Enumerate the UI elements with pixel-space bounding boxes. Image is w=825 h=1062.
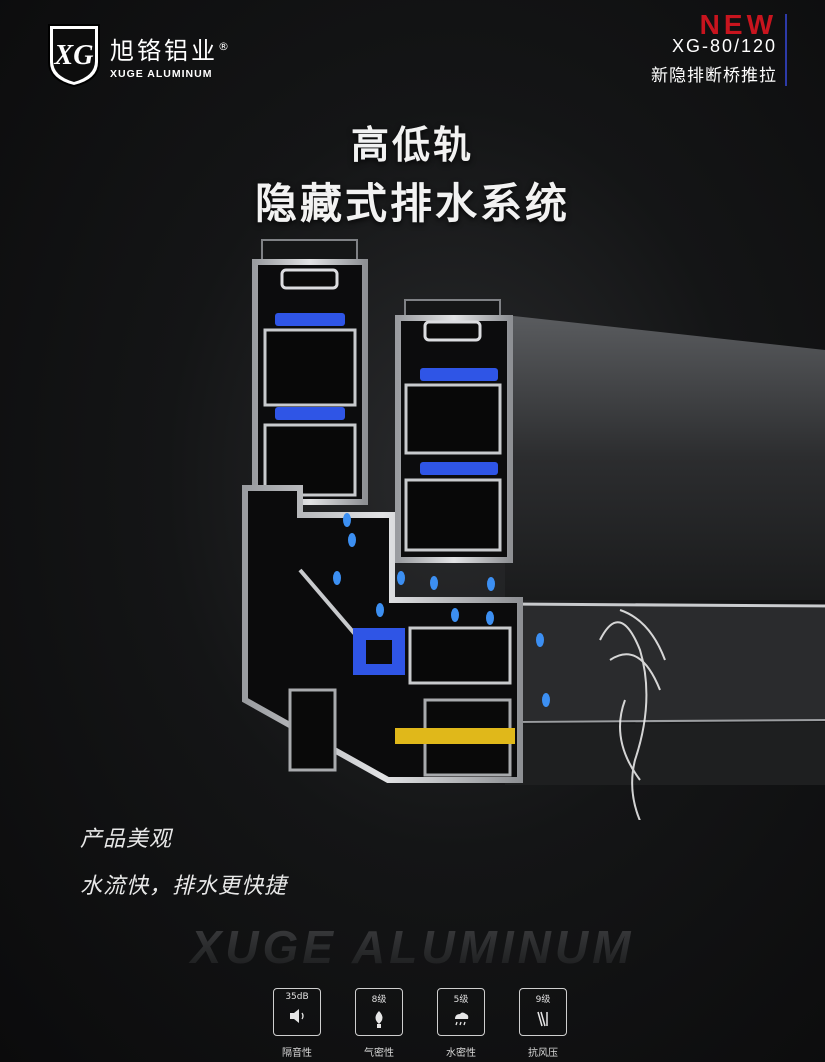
spec-value: 9级 [535, 995, 551, 1005]
spec-wind-pressure: 9级 抗风压 [518, 988, 568, 1059]
spec-box: 35dB [273, 988, 321, 1036]
spec-watertightness: 5级 水密性 [436, 988, 486, 1059]
brand-watermark: XUGE ALUMINUM [0, 920, 825, 974]
rain-icon [455, 1012, 469, 1026]
xg-shield-icon: XG [48, 24, 100, 88]
feature-drainage: 水流快，排水更快捷 [80, 874, 288, 899]
brand-name-cn: 旭铬铝业® [110, 36, 232, 65]
model-number: XG-80/120 [671, 36, 777, 56]
brand-logo: XG 旭铬铝业® XUGE ALUMINUM [46, 22, 232, 88]
model-description: 新隐排断桥推拉 [651, 66, 777, 86]
spec-label: 水密性 [446, 1048, 476, 1059]
spec-label: 抗风压 [528, 1048, 558, 1059]
airtight-icon [375, 1011, 383, 1028]
svg-text:XG: XG [54, 40, 94, 71]
speaker-icon [290, 1009, 304, 1023]
spec-row: 35dB 隔音性 8级 气密性 5级 水密性 9级 [272, 988, 568, 1059]
spec-value: 8级 [371, 995, 387, 1005]
gasket [275, 407, 345, 420]
headline-line2: 隐藏式排水系统 [254, 179, 570, 228]
spec-value: 35dB [285, 992, 309, 1002]
extrusion-upper [505, 315, 825, 600]
gasket [420, 368, 498, 381]
new-label: NEW [699, 14, 777, 36]
frame [242, 485, 523, 783]
product-tag: NEW XG-80/120 新隐排断桥推拉 [651, 14, 787, 86]
right-sash [395, 315, 513, 563]
gasket [420, 462, 498, 475]
left-sash [252, 259, 368, 505]
spec-airtightness: 8级 气密性 [354, 988, 404, 1059]
extrusion-lower [505, 722, 825, 785]
water-drops [333, 513, 550, 707]
profile-cross-section-illustration [242, 239, 825, 820]
spec-label: 隔音性 [282, 1048, 312, 1059]
headline-line1: 高低轨 [350, 123, 474, 167]
spec-value: 5级 [453, 995, 469, 1005]
wind-icon [537, 1011, 548, 1027]
gasket [275, 313, 345, 326]
spec-box: 9级 [519, 988, 567, 1036]
spec-label: 气密性 [364, 1048, 394, 1059]
spec-sound-insulation: 35dB 隔音性 [272, 988, 322, 1059]
spec-box: 5级 [437, 988, 485, 1036]
spec-box: 8级 [355, 988, 403, 1036]
feature-aesthetic: 产品美观 [80, 827, 173, 852]
extrusion-middle [505, 605, 825, 720]
water-splash [599, 609, 666, 820]
brand-name-en: XUGE ALUMINUM [110, 67, 213, 80]
